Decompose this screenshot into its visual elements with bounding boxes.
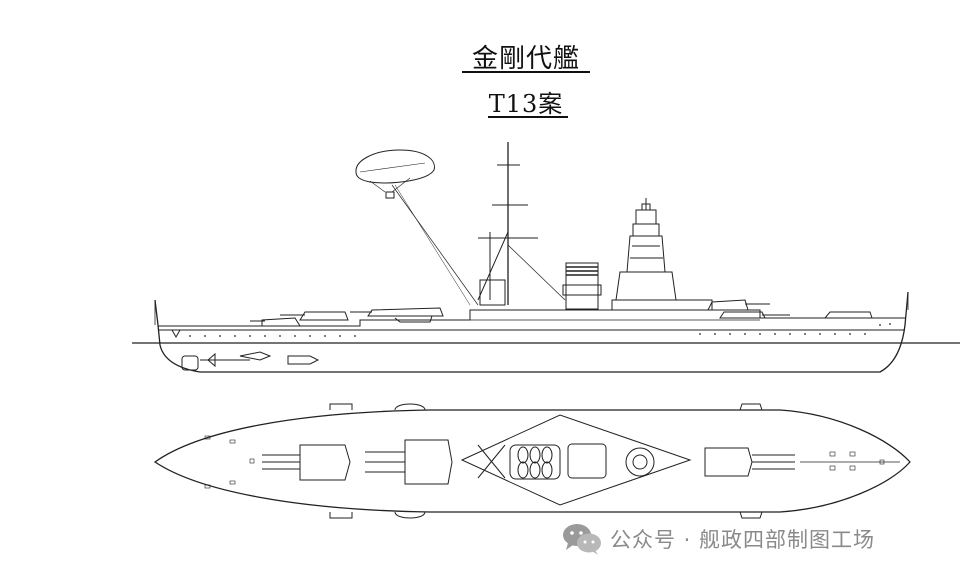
superstructure-outline: [460, 414, 692, 506]
aft-turrets-profile: [250, 307, 444, 327]
watermark: 公众号 · 舰政四部制图工场: [562, 519, 875, 559]
sponson-boat-port: [394, 403, 426, 411]
forward-turrets-profile: [707, 299, 873, 319]
profile-view: [132, 142, 960, 373]
hull-plan: [153, 409, 911, 513]
sponson-aft-port: [329, 403, 353, 410]
pagoda-foremast: [611, 198, 713, 311]
underwater-fittings: [181, 351, 320, 371]
anchor: [171, 329, 181, 339]
diagram-title: 金剛代艦: [471, 44, 580, 74]
diagram-subtitle: T13案: [488, 90, 564, 118]
forward-turrets-plan: [704, 447, 900, 477]
hull-profile: [154, 291, 909, 373]
aft-turrets-plan: [262, 439, 453, 485]
portholes: [189, 323, 891, 337]
boats: [477, 443, 655, 480]
sponson-fwd-stbd: [739, 511, 763, 519]
funnel: [562, 262, 602, 310]
plan-view: [153, 403, 911, 519]
subtitle-underline: [488, 116, 568, 118]
sponson-aft-stbd: [329, 512, 353, 519]
observation-balloon: [355, 149, 479, 306]
sponson-boat-stbd: [394, 511, 426, 519]
balloon-tether: [391, 184, 479, 306]
watermark-text: 公众号 · 舰政四部制图工场: [610, 528, 876, 552]
title-underline: [462, 71, 590, 73]
mainmast: [477, 142, 566, 306]
wechat-icon: [562, 522, 602, 556]
sponson-fwd-port: [739, 403, 763, 411]
deck-fittings: [204, 435, 885, 489]
main-deck-line: [158, 309, 905, 327]
